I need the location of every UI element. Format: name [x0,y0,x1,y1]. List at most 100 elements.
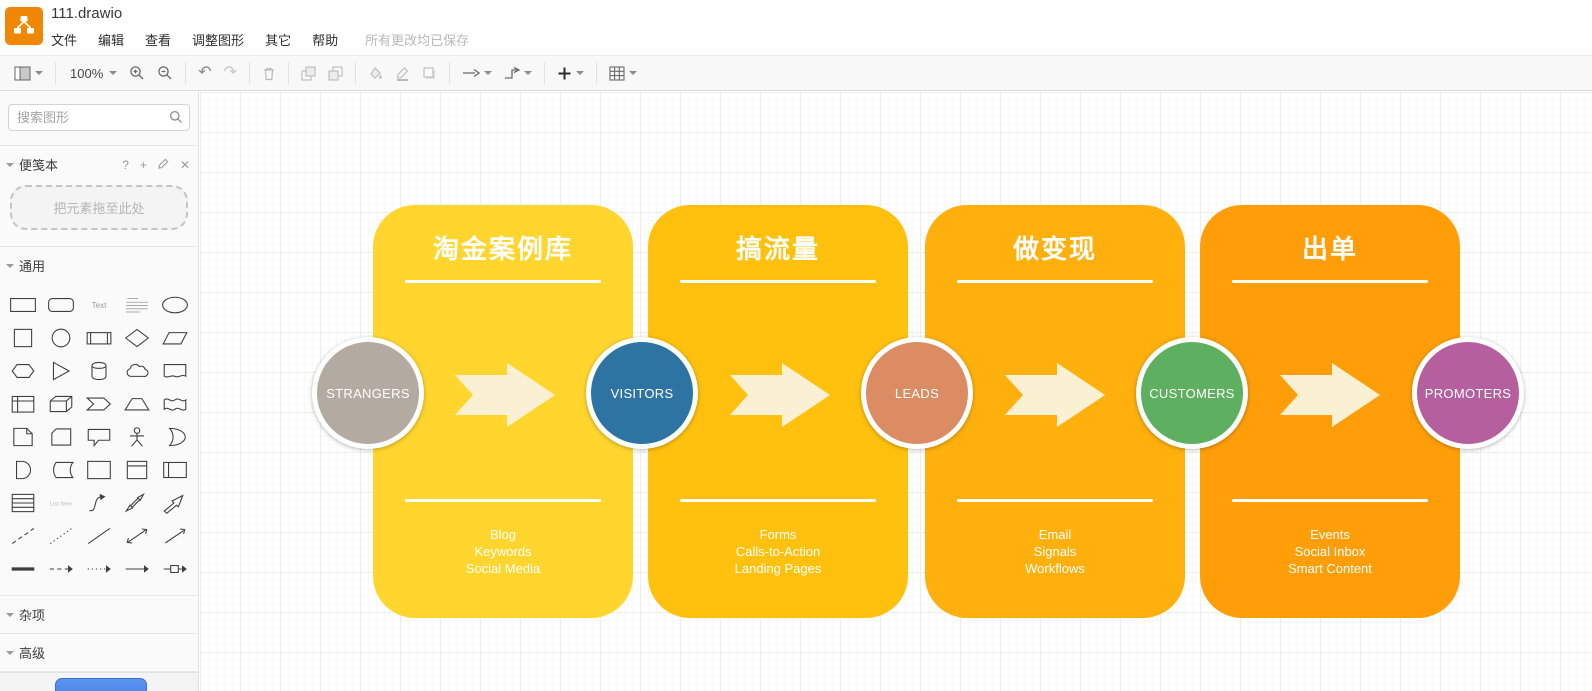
diagram-canvas[interactable]: 淘金案例库 Blog Keywords Social Media 搞流量 For… [200,92,1592,691]
shadow-button[interactable] [417,60,442,86]
section-general[interactable]: 通用 [0,247,198,284]
shape-text[interactable]: Text [80,288,118,321]
shape-tape[interactable] [156,387,194,420]
shape-bidirectional-arrow[interactable] [118,486,156,519]
shape-internal-storage[interactable] [4,387,42,420]
shape-rounded-rectangle[interactable] [42,288,80,321]
shape-data-storage[interactable] [42,453,80,486]
zoom-level-dropdown[interactable]: 100% [63,60,122,86]
shape-actor[interactable] [118,420,156,453]
shape-square[interactable] [4,321,42,354]
toolbar-separator [185,62,187,84]
shape-hexagon[interactable] [4,354,42,387]
shape-textbox[interactable] [118,288,156,321]
stage-items: Forms Calls-to-Action Landing Pages [648,526,908,577]
toolbar: 100% ↶ ↷ [0,55,1592,91]
shape-curve[interactable] [80,486,118,519]
to-front-button[interactable] [296,60,321,86]
scratchpad-header[interactable]: 便笺本 ? + ✕ [0,146,198,183]
shape-cylinder[interactable] [80,354,118,387]
search-shapes-input[interactable] [8,104,190,131]
shape-parallelogram[interactable] [156,321,194,354]
stage-item: Events [1310,527,1350,542]
flow-arrow[interactable] [455,363,555,427]
scratchpad-help-icon[interactable]: ? [122,157,129,172]
connection-style-dropdown[interactable] [457,60,497,86]
stage-items: Email Signals Workflows [925,526,1185,577]
scratchpad-add-icon[interactable]: + [139,157,147,172]
shape-rectangle[interactable] [4,288,42,321]
menu-help[interactable]: 帮助 [312,33,339,48]
shape-process[interactable] [80,321,118,354]
shape-cube[interactable] [42,387,80,420]
stage-item: Smart Content [1288,561,1372,576]
shape-dotted-line[interactable] [42,519,80,552]
shape-edge[interactable] [118,552,156,585]
table-dropdown[interactable] [604,60,642,86]
flow-arrow[interactable] [1280,363,1380,427]
shape-document[interactable] [156,354,194,387]
line-color-button[interactable] [390,60,415,86]
node-visitors[interactable]: VISITORS [586,337,698,449]
scratchpad-label: 便笺本 [19,158,59,173]
shape-cloud[interactable] [118,354,156,387]
shape-link[interactable] [4,552,42,585]
svg-text:Text: Text [92,301,108,310]
node-leads[interactable]: LEADS [861,337,973,449]
section-advanced[interactable]: 高级 [0,634,198,671]
node-strangers[interactable]: STRANGERS [312,337,424,449]
more-shapes-button[interactable] [55,678,147,691]
shape-card[interactable] [42,420,80,453]
node-customers[interactable]: CUSTOMERS [1136,337,1248,449]
zoom-in-button[interactable] [124,60,150,86]
stage-divider [1232,499,1428,502]
zoom-out-button[interactable] [152,60,178,86]
menu-extras[interactable]: 其它 [265,33,292,48]
shape-directional-connector[interactable] [156,519,194,552]
menu-edit[interactable]: 编辑 [98,33,125,48]
shape-horizontal-container[interactable] [156,453,194,486]
shape-diamond[interactable] [118,321,156,354]
shape-arrow[interactable] [156,486,194,519]
insert-dropdown[interactable] [552,60,589,86]
stage-divider [405,280,601,283]
shape-note[interactable] [4,420,42,453]
shape-triangle[interactable] [42,354,80,387]
scratchpad-edit-icon[interactable] [158,158,169,172]
shape-step[interactable] [80,387,118,420]
to-back-button[interactable] [323,60,348,86]
stage-title: 淘金案例库 [432,234,573,264]
toggle-format-panel-button[interactable] [9,60,48,86]
shape-ellipse[interactable] [156,288,194,321]
shape-list[interactable] [4,486,42,519]
delete-button[interactable] [257,60,281,86]
flow-arrow[interactable] [730,363,830,427]
shape-list-item[interactable]: List Item [42,486,80,519]
shape-trapezoid[interactable] [118,387,156,420]
shape-and[interactable] [4,453,42,486]
section-misc[interactable]: 杂项 [0,596,198,633]
shape-dashed-edge[interactable] [42,552,80,585]
shape-container[interactable] [80,453,118,486]
shape-vertical-container[interactable] [118,453,156,486]
shape-circle[interactable] [42,321,80,354]
shape-dashed-line[interactable] [4,519,42,552]
node-promoters[interactable]: PROMOTERS [1412,337,1524,449]
undo-button[interactable]: ↶ [193,60,216,86]
fill-color-button[interactable] [363,60,388,86]
shape-callout[interactable] [80,420,118,453]
scratchpad-dropzone[interactable]: 把元素拖至此处 [10,185,188,230]
menu-file[interactable]: 文件 [51,33,78,48]
scratchpad-close-icon[interactable]: ✕ [179,157,190,172]
shape-or[interactable] [156,420,194,453]
shape-line[interactable] [80,519,118,552]
menu-arrange[interactable]: 调整图形 [192,33,245,48]
menu-view[interactable]: 查看 [145,33,172,48]
shape-dotted-edge[interactable] [80,552,118,585]
flow-arrow[interactable] [1005,363,1105,427]
waypoint-style-dropdown[interactable] [499,60,537,86]
shape-labeled-edge[interactable] [156,552,194,585]
shadow-icon [423,66,436,79]
redo-button[interactable]: ↷ [219,60,242,86]
shape-bidirectional-connector[interactable] [118,519,156,552]
